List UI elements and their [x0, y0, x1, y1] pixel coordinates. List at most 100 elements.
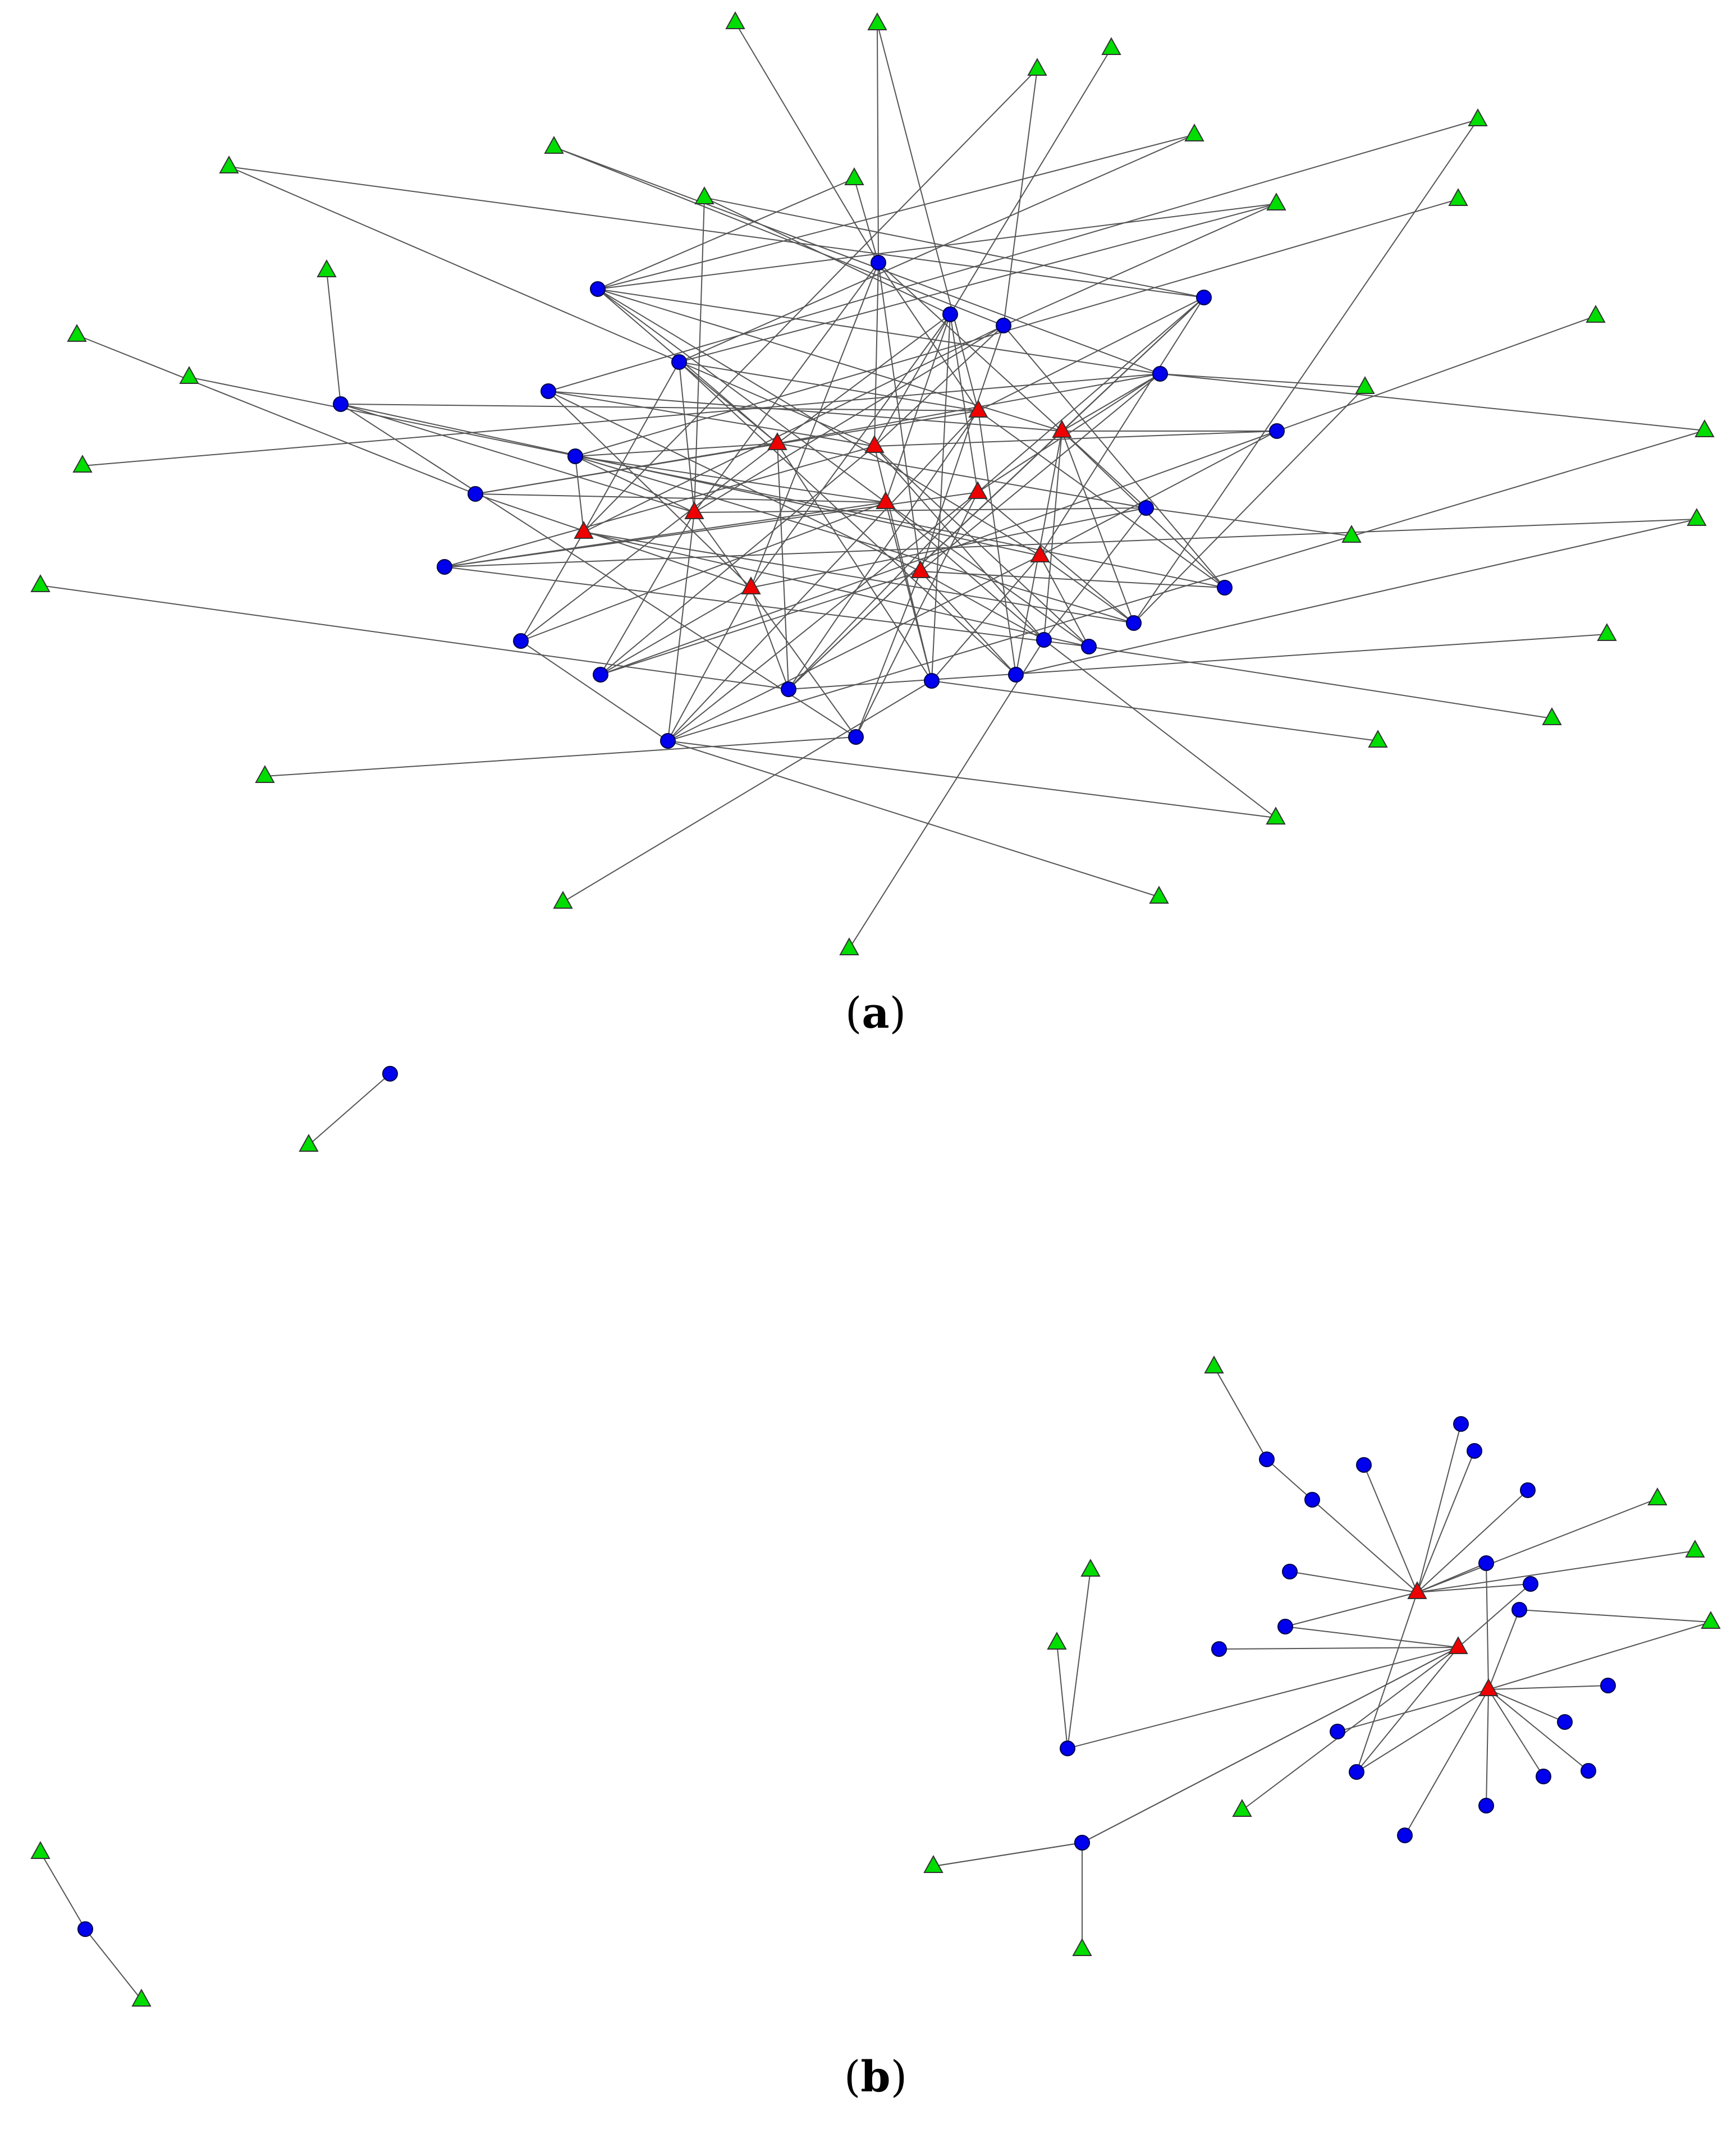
node-circle-c14: [437, 559, 452, 575]
edge-bg1-bc1: [1213, 1366, 1267, 1460]
node-green-triangle-g6: [844, 167, 864, 185]
edge-c19-r7: [788, 492, 978, 690]
caption-b: (b): [763, 2051, 988, 2101]
edge-c22-r6: [885, 502, 932, 681]
node-green-triangle-g16: [179, 366, 199, 384]
edge-g17-c17: [1133, 387, 1366, 624]
edge-c12-r6: [475, 493, 886, 503]
edge-g28-c24: [667, 740, 1160, 897]
edge-bg2-hub1: [1417, 1498, 1658, 1593]
node-circle-bc20: [1478, 1798, 1494, 1814]
edge-c2-c9: [597, 288, 1161, 374]
node-circle-c21: [1008, 667, 1024, 683]
panel-a-edges: [40, 22, 1705, 949]
edge-c22-r1: [777, 443, 932, 681]
edge-bg7-hub2: [1242, 1647, 1459, 1811]
caption-b-close-paren: ): [890, 2051, 908, 2101]
edge-chain_c-chain_g2: [85, 1929, 142, 2000]
node-circle-bc18: [1581, 1763, 1596, 1779]
edge-bc12-hub2: [1219, 1647, 1459, 1650]
node-circle-bc7: [1478, 1555, 1494, 1571]
edge-c7-r4: [548, 391, 1062, 432]
edge-c16-r1: [520, 443, 778, 642]
node-circle-bc3: [1356, 1457, 1372, 1473]
edge-c23-r5: [694, 512, 856, 738]
panel-a-nodes: [30, 11, 1715, 955]
edge-g6-c1: [854, 178, 879, 263]
edge-c25-r10: [920, 571, 1045, 640]
edge-bc19-hub3: [1488, 1689, 1544, 1777]
edge-c1-r5: [694, 262, 879, 513]
edge-g30-c25: [849, 639, 1045, 949]
edge-c23-r7: [855, 492, 978, 738]
edge-g27-c25: [1043, 639, 1276, 818]
node-circle-c17: [1126, 615, 1142, 631]
edge-c20-r2: [874, 446, 1089, 647]
node-circle-c25: [1036, 632, 1052, 648]
node-green-triangle-bg6: [1047, 1632, 1067, 1650]
edge-c24-r3: [667, 410, 979, 741]
node-circle-bc4: [1453, 1416, 1469, 1432]
edge-c22-r11: [931, 555, 1041, 681]
node-green-triangle-g10: [1184, 123, 1204, 141]
node-circle-bc9: [1277, 1619, 1293, 1634]
caption-b-letter: b: [860, 2051, 891, 2101]
node-circle-pair_c: [382, 1066, 398, 1082]
edge-c5-r3: [978, 297, 1204, 411]
edge-c3-c22: [931, 314, 951, 681]
edge-c16-r6: [520, 502, 886, 642]
edge-c18-r2: [600, 446, 875, 675]
edge-c6-r3: [679, 361, 979, 411]
caption-a-open-paren: (: [845, 988, 862, 1038]
edge-c1-c13: [878, 262, 1147, 509]
edge-c24-r7: [667, 492, 978, 741]
edge-c5-r7: [977, 297, 1204, 493]
node-green-triangle-g12: [1448, 188, 1468, 206]
edge-bc11-bg4: [1519, 1609, 1711, 1623]
edge-g20-c14: [444, 519, 1697, 567]
edge-c3-r1: [777, 314, 951, 444]
edge-bc15-hub3: [1356, 1689, 1489, 1773]
edge-c12-r9: [475, 493, 752, 588]
edge-bc1-bc2: [1266, 1459, 1313, 1500]
edge-g7-c5: [704, 197, 1204, 298]
edge-c2-r6: [597, 288, 886, 503]
node-circle-c5: [1196, 290, 1212, 305]
edge-c14-r2: [444, 446, 875, 567]
edge-bg3-hub1: [1417, 1550, 1696, 1593]
node-circle-c9: [1152, 366, 1168, 382]
node-circle-bc17: [1557, 1714, 1573, 1730]
edge-c4-c15: [1003, 325, 1225, 588]
edge-bc10-hub1: [1417, 1583, 1531, 1593]
node-green-triangle-bg4: [1701, 1611, 1721, 1629]
edge-g15-c12: [76, 335, 476, 494]
node-circle-c12: [468, 486, 483, 502]
edge-c25-r2: [874, 446, 1045, 640]
node-circle-c3: [942, 306, 958, 322]
edge-c9-r4: [1061, 373, 1161, 432]
edge-c8-r11: [340, 404, 1041, 556]
node-green-triangle-g11: [1468, 108, 1488, 126]
node-green-triangle-bg7: [1232, 1799, 1252, 1817]
node-circle-c10: [567, 448, 583, 464]
edge-c19-r1: [777, 443, 789, 690]
node-circle-bc23: [1074, 1835, 1090, 1851]
node-red-triangle-r5: [684, 501, 704, 519]
node-circle-c11: [1269, 423, 1285, 439]
edge-g4-c3: [950, 48, 1112, 315]
edge-bc17-hub3: [1488, 1689, 1565, 1723]
node-red-triangle-r11: [1030, 544, 1050, 562]
edge-g3-r8: [583, 68, 1038, 533]
edge-c1-r9: [750, 262, 879, 588]
panel-b-edges: [40, 1073, 1711, 2000]
edge-g25-c22: [931, 680, 1378, 741]
edge-bc3-hub1: [1363, 1464, 1418, 1593]
edge-g7-r5: [694, 197, 705, 513]
edge-g17-c9: [1160, 373, 1366, 388]
edge-bc8-hub1: [1289, 1571, 1418, 1593]
node-circle-c24: [660, 733, 676, 749]
edge-c19-r9: [750, 587, 789, 690]
node-green-triangle-g21: [1341, 525, 1362, 543]
edge-c9-r10: [920, 373, 1161, 572]
node-circle-c15: [1217, 580, 1233, 596]
